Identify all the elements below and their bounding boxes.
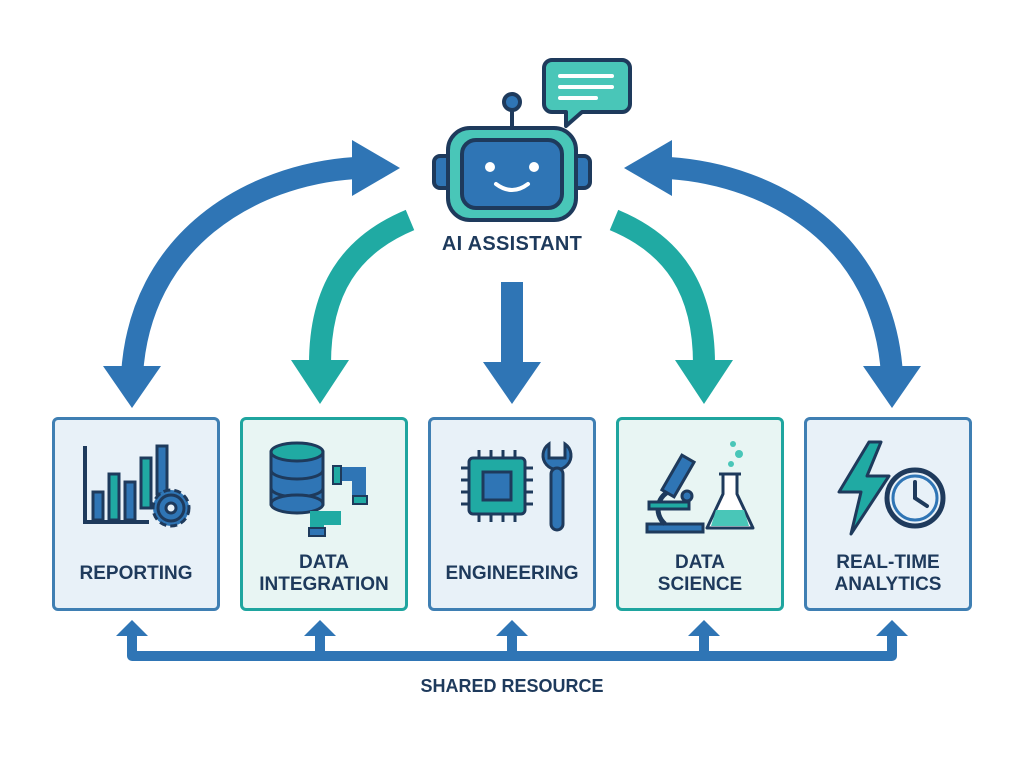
module-engineering: ENGINEERING <box>428 417 596 611</box>
module-reporting: REPORTING <box>52 417 220 611</box>
robot-icon <box>432 92 592 222</box>
inner-right-arrow <box>609 209 733 404</box>
center-down-arrow <box>483 282 541 404</box>
chat-bubble-icon <box>542 58 632 128</box>
module-label: DATA SCIENCE <box>657 552 743 595</box>
module-real-time-analytics: REAL-TIME ANALYTICS <box>804 417 972 611</box>
lightning-clock-icon <box>837 440 946 536</box>
outer-right-double-arrow <box>624 140 921 408</box>
module-label: REAL-TIME ANALYTICS <box>834 552 942 595</box>
module-data-science: DATA SCIENCE <box>616 417 784 611</box>
module-label: REPORTING <box>79 563 193 584</box>
database-pipe-icon <box>269 441 368 537</box>
inner-left-arrow <box>291 209 415 404</box>
outer-left-double-arrow <box>103 140 400 408</box>
chip-wrench-icon <box>461 441 573 532</box>
shared-resource-bus <box>116 620 908 661</box>
bar-chart-gear-icon <box>83 444 191 528</box>
module-data-integration: DATA INTEGRATION <box>240 417 408 611</box>
assistant-label: AI ASSISTANT <box>441 233 583 255</box>
module-label: DATA INTEGRATION <box>259 552 389 595</box>
microscope-flask-icon <box>645 441 755 534</box>
module-label: ENGINEERING <box>445 563 579 584</box>
shared-resource-label: SHARED RESOURCE <box>420 676 604 696</box>
